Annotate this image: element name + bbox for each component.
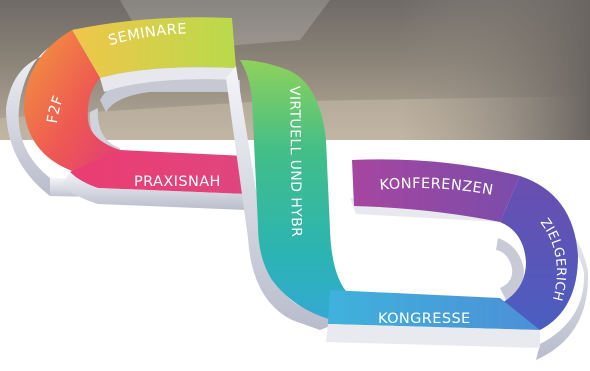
segment-virtuell-und-hybrid [226,60,356,330]
f2f-label: F2F [45,94,67,125]
praxisnah-label: PRAXISNAH [134,174,221,190]
segment-praxisnah [62,150,246,210]
segment-seminare [72,17,236,92]
segment-konferenzen [352,159,520,222]
segment-kongresse [326,290,540,348]
segment-f2f [24,30,120,178]
kongresse-label: KONGRESSE [378,311,471,327]
segment-zielgerichtet [500,176,578,330]
